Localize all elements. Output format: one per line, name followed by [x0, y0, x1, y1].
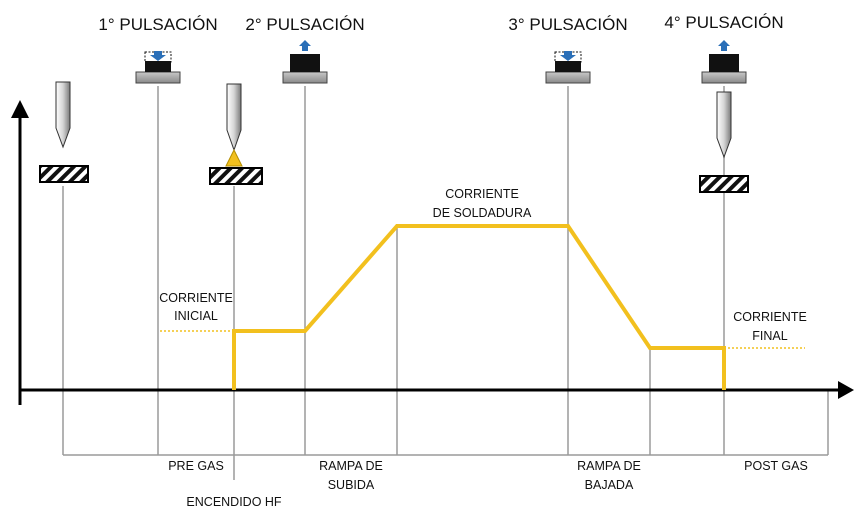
electrode-3	[716, 91, 732, 159]
workpiece-3	[699, 175, 749, 193]
workpiece-blocks	[39, 165, 749, 193]
button-press-3	[545, 51, 591, 84]
arc-spark	[225, 148, 243, 167]
button-press-1	[135, 51, 181, 84]
initial-current-label-line2: INICIAL	[174, 309, 218, 323]
pulse-label-4: 4° PULSACIÓN	[664, 13, 783, 32]
current-axis-arrow	[11, 100, 29, 118]
axes	[11, 100, 854, 405]
initial-current-label-line1: CORRIENTE	[159, 291, 233, 305]
welding-current-label-line1: CORRIENTE	[445, 187, 519, 201]
electrodes	[55, 81, 732, 167]
phase-ramp-up-line1: RAMPA DE	[319, 459, 383, 473]
arrow-up-icon	[299, 40, 311, 51]
current-leader-lines	[160, 330, 805, 349]
arrow-down-icon	[560, 51, 576, 61]
welding-current-label-line2: DE SOLDADURA	[433, 206, 532, 220]
phase-ramp-up-line2: SUBIDA	[328, 478, 375, 492]
phase-ramp-down-line2: BAJADA	[585, 478, 634, 492]
current-waveform	[232, 224, 726, 390]
pulse-label-3: 3° PULSACIÓN	[508, 15, 627, 34]
electrode-2	[226, 83, 242, 152]
final-current-label-line1: CORRIENTE	[733, 310, 807, 324]
workpiece-1	[39, 165, 89, 183]
final-current-label-line2: FINAL	[752, 329, 787, 343]
button-release-2	[282, 40, 328, 84]
phase-post-gas: POST GAS	[744, 459, 808, 473]
phase-pre-gas: PRE GAS	[168, 459, 224, 473]
arrow-up-icon	[718, 40, 730, 51]
electrode-1	[55, 81, 71, 149]
arrow-down-icon	[150, 51, 166, 61]
torch-buttons	[135, 40, 747, 84]
time-axis-arrow	[838, 381, 854, 399]
phase-ramp-down-line1: RAMPA DE	[577, 459, 641, 473]
phase-hf-ignition: ENCENDIDO HF	[186, 495, 282, 509]
guide-lines	[62, 86, 829, 480]
pulse-label-2: 2° PULSACIÓN	[245, 15, 364, 34]
button-release-4	[701, 40, 747, 84]
workpiece-2	[209, 167, 263, 185]
pulse-label-1: 1° PULSACIÓN	[98, 15, 217, 34]
